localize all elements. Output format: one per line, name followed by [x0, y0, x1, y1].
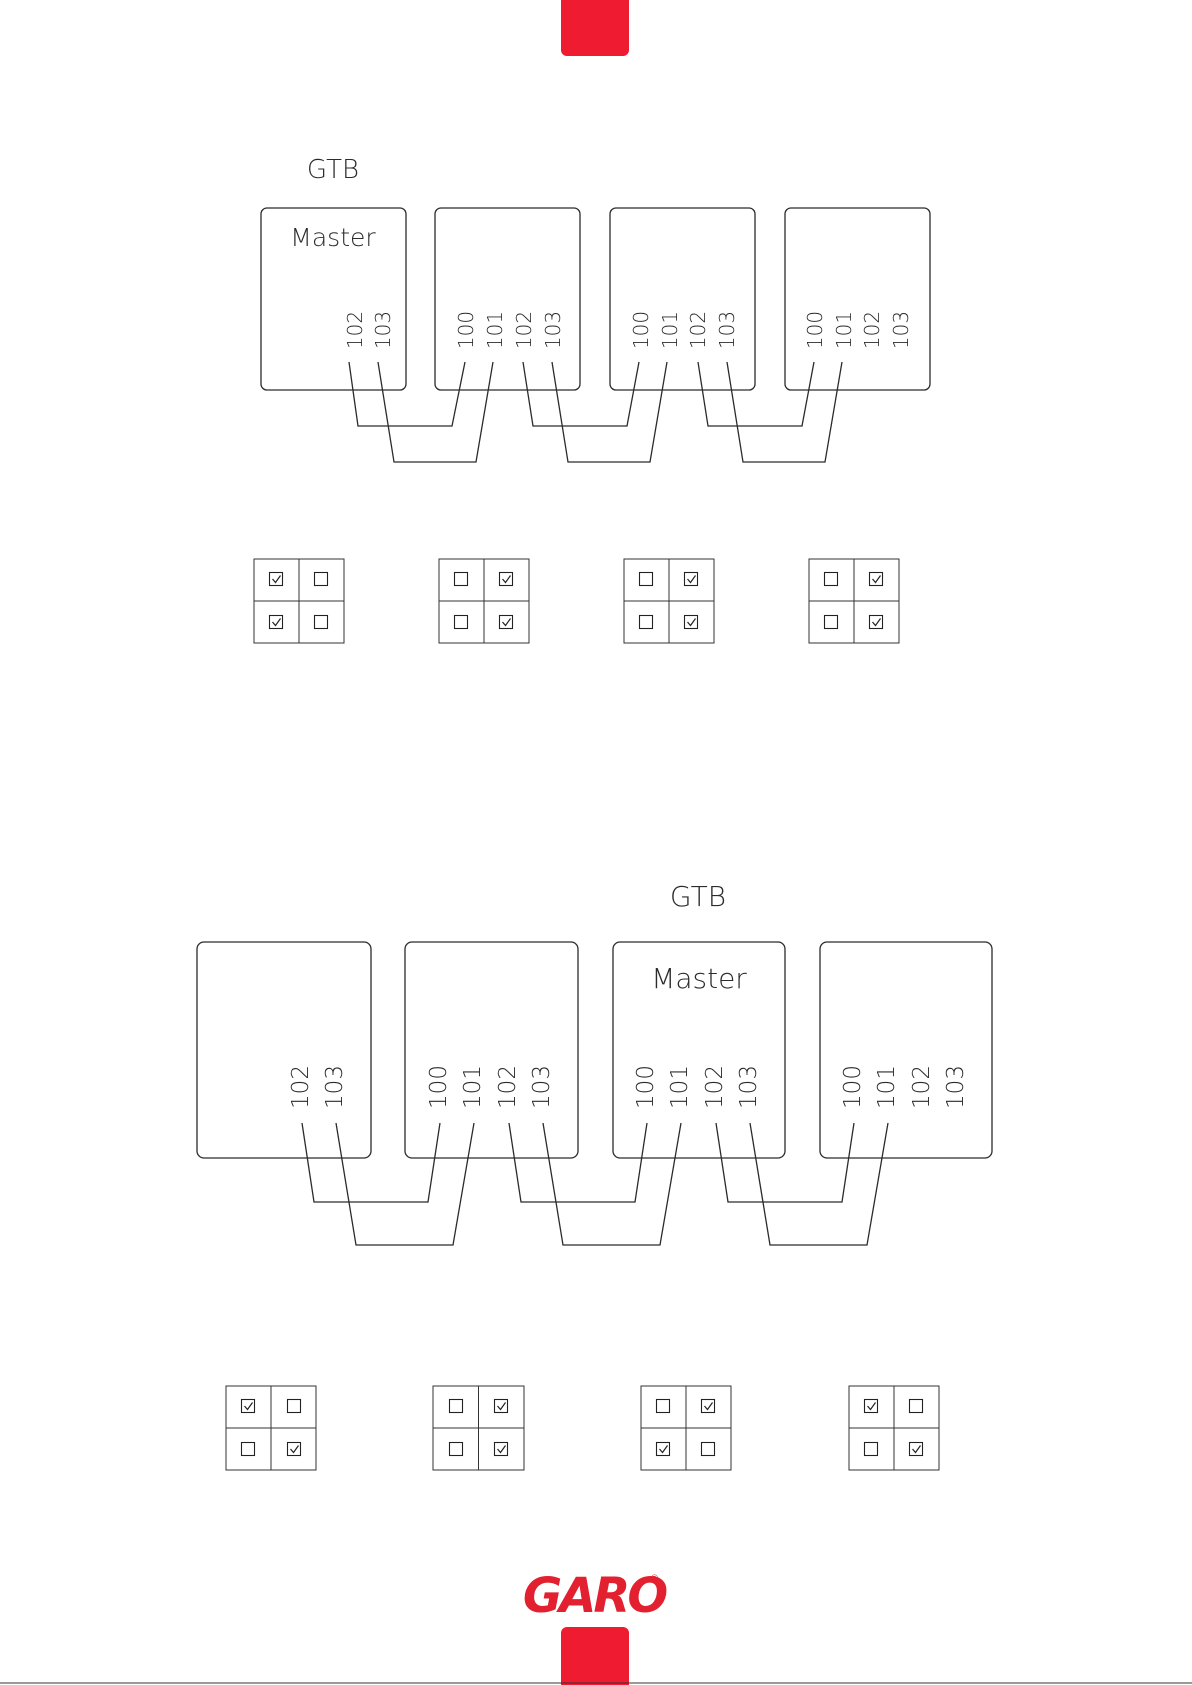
terminal-label: 103: [322, 1065, 348, 1109]
dip-switch-on[interactable]: [702, 1400, 715, 1413]
diagram-2: GTB Master 102 103 100 101 102 103 100 1…: [197, 880, 992, 1470]
terminal-label: 102: [495, 1065, 521, 1109]
dip-switch-off[interactable]: [450, 1443, 463, 1456]
dip-switch-grid: [254, 559, 344, 643]
dip-switch-on[interactable]: [270, 573, 283, 586]
registered-mark: ®: [650, 1574, 659, 1584]
dip-switch-on[interactable]: [865, 1400, 878, 1413]
terminal-label: 103: [889, 311, 913, 349]
terminal-label: 103: [371, 311, 395, 349]
dip-switch-on[interactable]: [500, 616, 513, 629]
dip-switch-off[interactable]: [910, 1400, 923, 1413]
terminal-label: 102: [702, 1065, 728, 1109]
bottom-page-tab: [561, 1627, 629, 1685]
terminal-label: 100: [454, 311, 478, 349]
dip-switch-on[interactable]: [242, 1400, 255, 1413]
dip-switch-grid: [849, 1386, 939, 1470]
dip-switch-on[interactable]: [685, 616, 698, 629]
unit-2: [405, 942, 578, 1158]
terminal-label: 101: [874, 1065, 900, 1109]
wire: [750, 1123, 888, 1245]
terminal-label: 103: [541, 311, 565, 349]
unit-2: [435, 208, 580, 390]
terminal-label: 102: [512, 311, 536, 349]
dip-switch-off[interactable]: [315, 573, 328, 586]
logo-text: GARO: [523, 1568, 668, 1624]
terminal-label: 102: [288, 1065, 314, 1109]
dip-switch-on[interactable]: [495, 1400, 508, 1413]
dip-switch-off[interactable]: [640, 573, 653, 586]
dip-switch-off[interactable]: [242, 1443, 255, 1456]
dip-switch-grid: [433, 1386, 524, 1470]
terminal-label: 101: [832, 311, 856, 349]
wire: [543, 1123, 681, 1245]
dip-switch-off[interactable]: [657, 1400, 670, 1413]
dip-switch-off[interactable]: [288, 1400, 301, 1413]
unit-4: [785, 208, 930, 390]
dip-switch-off[interactable]: [450, 1400, 463, 1413]
terminal-label: 103: [736, 1065, 762, 1109]
gtb-label: GTB: [307, 155, 359, 185]
wire: [349, 362, 465, 426]
master-label: Master: [290, 223, 376, 252]
dip-switch-on[interactable]: [910, 1443, 923, 1456]
terminal-label: 103: [715, 311, 739, 349]
terminal-label: 101: [460, 1065, 486, 1109]
dip-switch-on[interactable]: [657, 1443, 670, 1456]
dip-switch-grid: [226, 1386, 316, 1470]
unit-4: [820, 942, 992, 1158]
terminal-label: 100: [633, 1065, 659, 1109]
dip-switch-on[interactable]: [870, 616, 883, 629]
terminal-label: 101: [658, 311, 682, 349]
dip-switch-off[interactable]: [640, 616, 653, 629]
diagram-1: GTB Master 102 103 100 101 102 103 100 1…: [254, 155, 930, 643]
terminal-label: 100: [629, 311, 653, 349]
terminal-label: 101: [483, 311, 507, 349]
wire: [698, 362, 814, 426]
dip-switch-off[interactable]: [455, 573, 468, 586]
terminal-label: 100: [803, 311, 827, 349]
dip-switch-off[interactable]: [825, 573, 838, 586]
dip-switch-off[interactable]: [825, 616, 838, 629]
terminal-label: 102: [343, 311, 367, 349]
dip-switch-grid: [641, 1386, 731, 1470]
dip-switch-grid: [809, 559, 899, 643]
terminal-label: 100: [840, 1065, 866, 1109]
master-label: Master: [651, 962, 747, 995]
dip-switch-on[interactable]: [870, 573, 883, 586]
dip-switch-on[interactable]: [288, 1443, 301, 1456]
terminal-label: 102: [686, 311, 710, 349]
terminal-label: 101: [667, 1065, 693, 1109]
dip-switch-off[interactable]: [315, 616, 328, 629]
dip-switch-off[interactable]: [455, 616, 468, 629]
gtb-label: GTB: [670, 880, 726, 913]
unit-3: [610, 208, 755, 390]
terminal-label: 103: [529, 1065, 555, 1109]
dip-switch-grid: [624, 559, 714, 643]
dip-switch-off[interactable]: [702, 1443, 715, 1456]
dip-switch-on[interactable]: [270, 616, 283, 629]
top-page-tab: [561, 0, 629, 56]
dip-switch-on[interactable]: [685, 573, 698, 586]
dip-switch-grid: [439, 559, 529, 643]
unit-1: [197, 942, 371, 1158]
terminal-label: 102: [860, 311, 884, 349]
wire: [523, 362, 639, 426]
dip-switch-off[interactable]: [865, 1443, 878, 1456]
dip-switch-on[interactable]: [495, 1443, 508, 1456]
garo-logo: GARO ®: [523, 1568, 668, 1624]
terminal-label: 100: [426, 1065, 452, 1109]
dip-switch-on[interactable]: [500, 573, 513, 586]
terminal-label: 103: [943, 1065, 969, 1109]
terminal-label: 102: [909, 1065, 935, 1109]
